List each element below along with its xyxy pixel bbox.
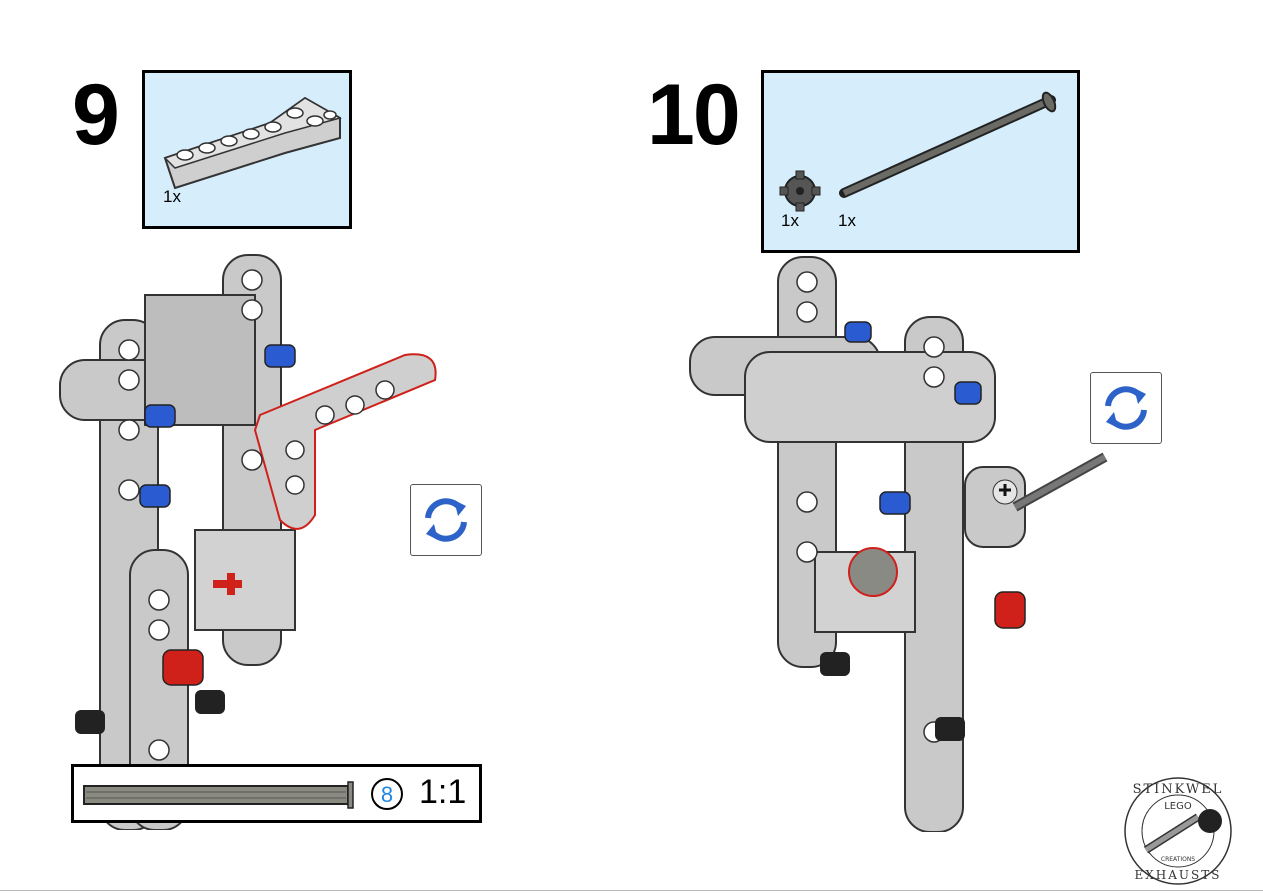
svg-text:CREATIONS: CREATIONS (1161, 856, 1195, 863)
parts-list-step-10: 1x 1x (761, 70, 1080, 253)
part-quantity: 1x (163, 187, 181, 206)
part-quantity: 1x (781, 211, 799, 230)
page-divider (0, 890, 1263, 891)
svg-text:EXHAUSTS: EXHAUSTS (1135, 868, 1222, 882)
scale-label: 1:1 (419, 773, 467, 811)
axle-length-badge: 8 (371, 778, 403, 810)
stinkwel-exhausts-logo: STINKWEL LEGO CREATIONS EXHAUSTS (1124, 777, 1232, 885)
axle-length-ruler: 8 1:1 (71, 764, 482, 823)
liftarm-l-part-icon (163, 96, 342, 190)
part-quantity: 1x (838, 211, 856, 230)
rotate-model-button-step-9[interactable] (410, 484, 482, 556)
step-10-model-illustration (689, 256, 1108, 832)
step-number-9: 9 (72, 67, 120, 163)
rotate-model-button-step-10[interactable] (1090, 372, 1162, 444)
rotate-icon (1105, 386, 1147, 430)
axle-8-part-icon (839, 91, 1057, 198)
svg-text:STINKWEL: STINKWEL (1133, 782, 1224, 797)
parts-list-step-9: 1x (142, 70, 352, 229)
svg-text:LEGO: LEGO (1164, 801, 1192, 812)
step-number-10: 10 (647, 67, 741, 163)
gear-8-tooth-part-icon (779, 170, 821, 212)
axle-ruler-icon (83, 781, 354, 809)
step-9-model-illustration (59, 254, 437, 830)
rotate-icon (425, 498, 467, 542)
